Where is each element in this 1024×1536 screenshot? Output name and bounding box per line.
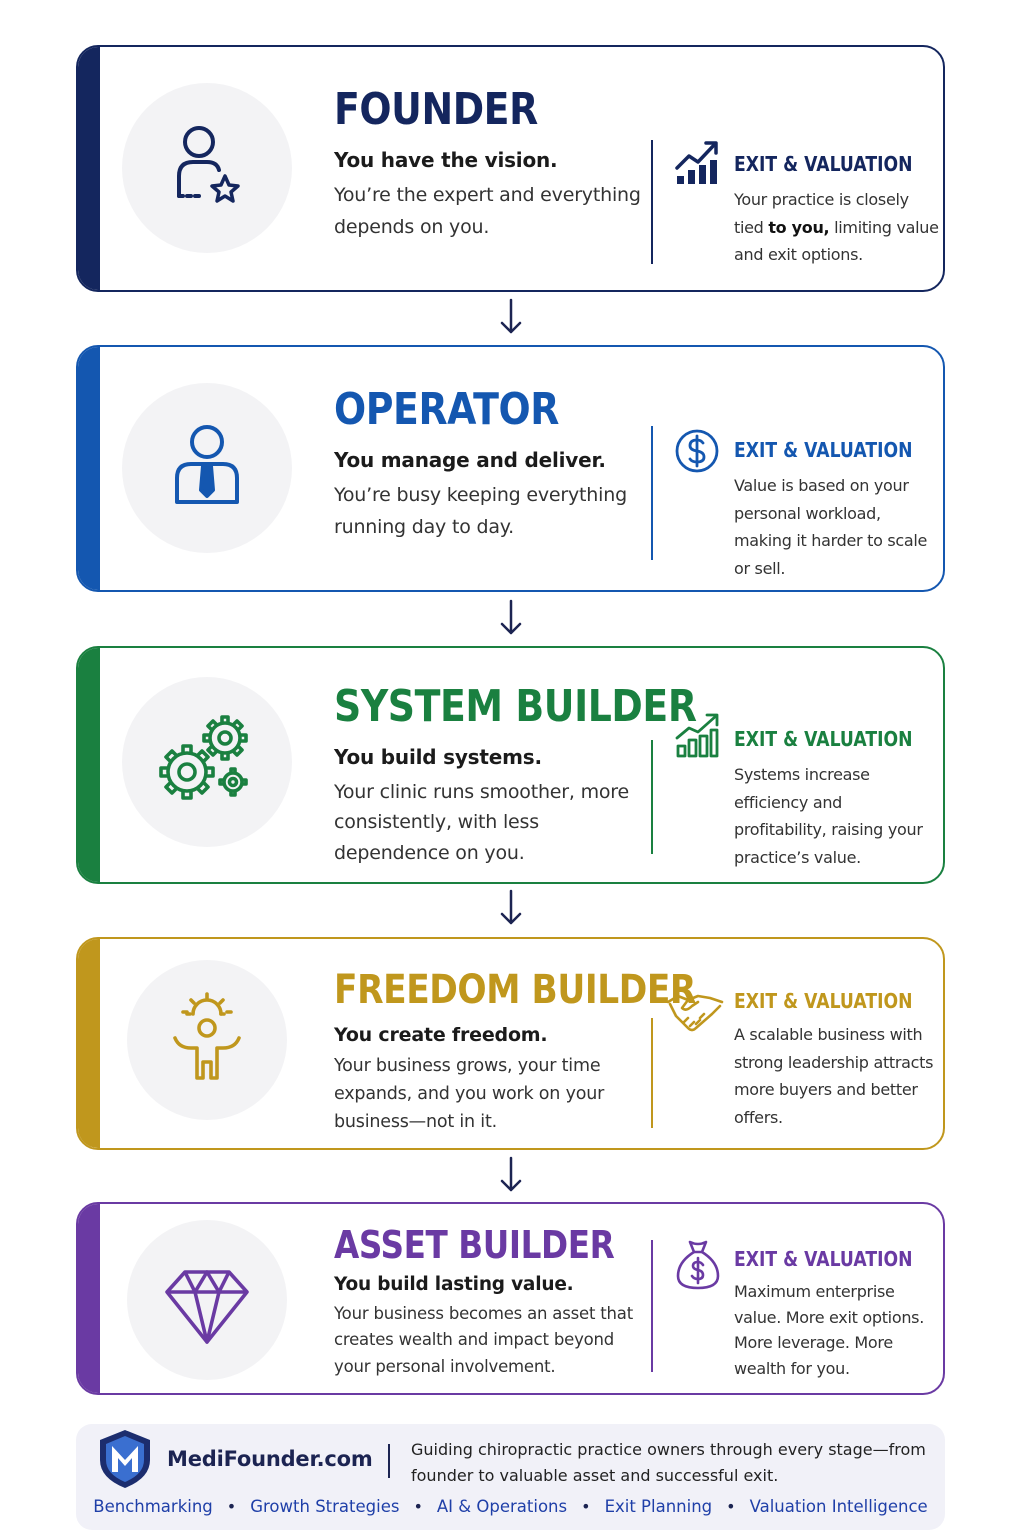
accent-bar [78, 648, 100, 882]
arrow-down-icon [500, 599, 522, 635]
vertical-divider [651, 140, 653, 264]
stage-subtitle: You have the vision. [334, 148, 558, 172]
stage-subtitle: You manage and deliver. [334, 448, 606, 472]
footer-divider [388, 1444, 390, 1478]
separator-dot: • [226, 1497, 237, 1516]
exit-title: EXIT & VALUATION [734, 438, 913, 462]
growth-chart-icon [675, 713, 719, 758]
footer-link-exit-planning[interactable]: Exit Planning [604, 1497, 713, 1516]
stage-title: OPERATOR [334, 384, 559, 435]
stage-icon-container [122, 677, 292, 847]
exit-text: Your practice is closely tied to you, li… [734, 186, 939, 269]
stage-icon-container [122, 383, 292, 553]
vertical-divider [651, 426, 653, 560]
footer-link-valuation-intelligence[interactable]: Valuation Intelligence [749, 1497, 928, 1516]
stage-description: Your business grows, your time expands, … [334, 1056, 605, 1132]
brand-name[interactable]: MediFounder.com [167, 1447, 373, 1471]
exit-text: Maximum enterprise value. More exit opti… [734, 1282, 924, 1378]
stage-content: OPERATOR You manage and deliver. You’re … [334, 388, 644, 544]
tagline: Guiding chiropractic practice owners thr… [411, 1440, 926, 1485]
bar-chart-trend-icon [675, 141, 718, 184]
stage-description: Your business becomes an asset that crea… [334, 1304, 633, 1376]
exit-title: EXIT & VALUATION [734, 152, 913, 176]
stage-subtitle: You build lasting value. [334, 1274, 574, 1295]
exit-text: Value is based on your personal workload… [734, 476, 928, 578]
money-bag-icon [676, 1240, 720, 1290]
footer-link-ai-operations[interactable]: AI & Operations [436, 1497, 568, 1516]
stage-icon-container [127, 960, 287, 1120]
arrow-down-icon [500, 1156, 522, 1192]
accent-bar [78, 939, 100, 1148]
vertical-divider [651, 1018, 653, 1128]
exit-text: Systems increase efficiency and profitab… [734, 765, 923, 867]
accent-bar [78, 347, 100, 590]
arrow-down-icon [500, 889, 522, 925]
diamond-icon [165, 1270, 249, 1344]
exit-title: EXIT & VALUATION [734, 1247, 913, 1271]
exit-valuation-block: EXIT & VALUATION Value is based on your … [734, 438, 939, 582]
exit-valuation-block: EXIT & VALUATION Maximum enterprise valu… [734, 1247, 939, 1381]
footer-link-benchmarking[interactable]: Benchmarking [93, 1497, 213, 1516]
stage-content: FOUNDER You have the vision. You’re the … [334, 88, 644, 244]
separator-dot: • [413, 1497, 423, 1516]
exit-text-emphasis: to you, [768, 217, 830, 237]
dollar-circle-icon [675, 429, 719, 473]
person-star-icon [177, 126, 240, 203]
stage-content: FREEDOM BUILDER You create freedom. Your… [334, 967, 696, 1136]
medifounder-logo-icon [100, 1430, 150, 1488]
stage-title: ASSET BUILDER [334, 1223, 615, 1267]
stage-title: FREEDOM BUILDER [334, 967, 696, 1013]
exit-title: EXIT & VALUATION [734, 727, 913, 751]
stage-description: You’re the expert and everything depends… [334, 184, 641, 238]
person-tie-icon [175, 425, 239, 504]
footer: MediFounder.com Guiding chiropractic pra… [76, 1424, 945, 1530]
stage-subtitle: You build systems. [334, 745, 542, 769]
accent-bar [78, 1204, 100, 1393]
stage-icon-container [122, 83, 292, 253]
stage-content: ASSET BUILDER You build lasting value. Y… [334, 1226, 644, 1380]
stage-icon-container [127, 1220, 287, 1380]
exit-text-part: Your practice is closely tied [734, 190, 909, 237]
accent-bar [78, 47, 100, 290]
separator-dot: • [581, 1497, 591, 1516]
vertical-divider [651, 1240, 653, 1372]
footer-link-growth-strategies[interactable]: Growth Strategies [250, 1497, 400, 1516]
stage-title: FOUNDER [334, 84, 538, 135]
exit-text: A scalable business with strong leadersh… [734, 1025, 934, 1127]
stage-subtitle: You create freedom. [334, 1024, 548, 1046]
exit-text-part: limiting value and exit options. [734, 217, 939, 265]
exit-valuation-block: EXIT & VALUATION Your practice is closel… [734, 152, 939, 269]
exit-title: EXIT & VALUATION [734, 989, 913, 1013]
stage-description: You’re busy keeping everything running d… [334, 484, 627, 538]
footer-links: Benchmarking • Growth Strategies • AI & … [76, 1497, 945, 1516]
stage-description: Your clinic runs smoother, more consiste… [334, 781, 629, 864]
stage-title: SYSTEM BUILDER [334, 681, 697, 732]
separator-dot: • [726, 1497, 736, 1516]
gears-icon [159, 715, 248, 800]
arrow-down-icon [500, 298, 522, 334]
vertical-divider [651, 740, 653, 854]
stage-content: SYSTEM BUILDER You build systems. Your c… [334, 681, 697, 868]
handshake-icon [666, 994, 724, 1032]
person-sunrise-icon [173, 992, 241, 1080]
exit-valuation-block: EXIT & VALUATION A scalable business wit… [734, 989, 939, 1131]
exit-valuation-block: EXIT & VALUATION Systems increase effici… [734, 727, 939, 871]
